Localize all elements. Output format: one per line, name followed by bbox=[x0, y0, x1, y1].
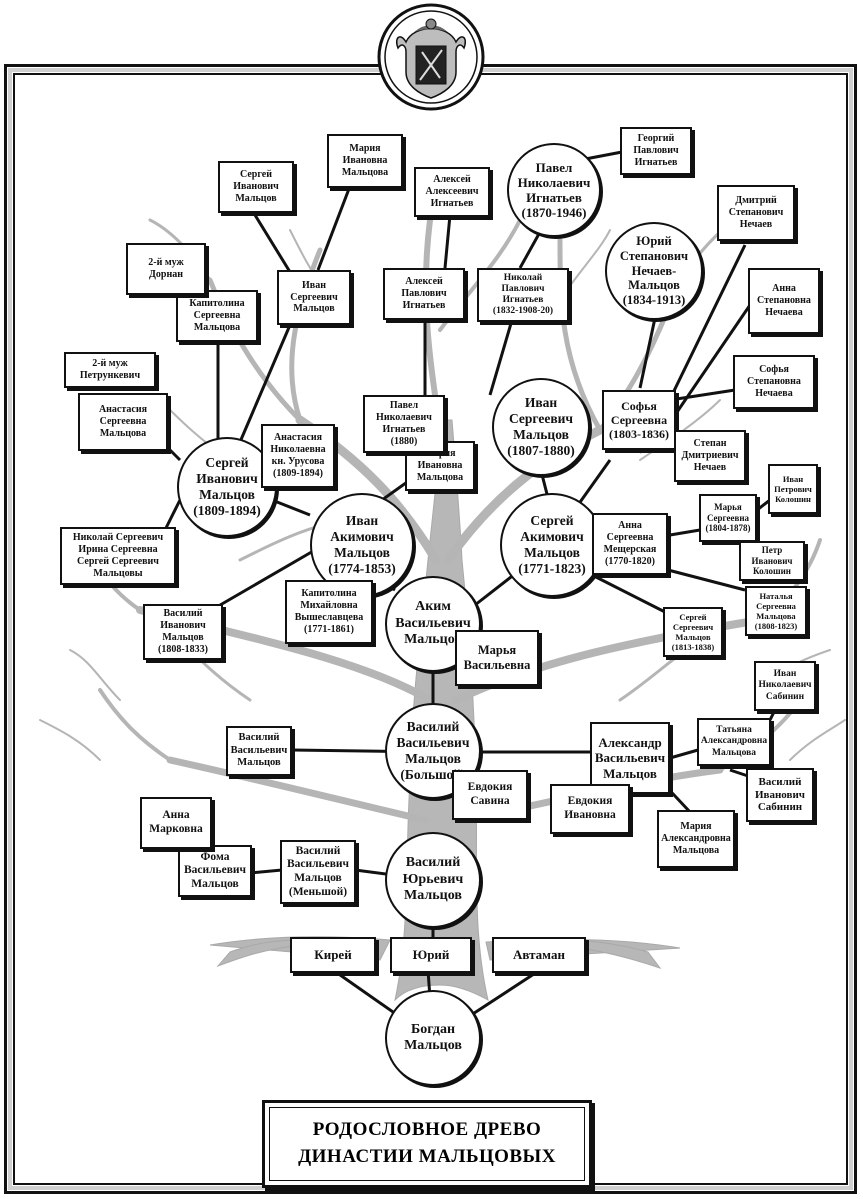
person-box-foma: Фома Васильевич Мальцов bbox=[178, 845, 252, 897]
person-box-georgy: Георгий Павлович Игнатьев bbox=[620, 127, 692, 175]
person-box-anastasia-s: Анастасия Сергеевна Мальцова bbox=[78, 393, 168, 451]
person-circle-sergey-akimovich: Сергей Акимович Мальцов (1771-1823) bbox=[500, 493, 604, 597]
person-box-vasily-vasilyevich-left: Василий Васильевич Мальцов bbox=[226, 726, 292, 776]
person-box-petr-koloshin: Петр Иванович Колошин bbox=[739, 541, 805, 581]
person-box-kapitolina-vyshe: Капитолина Михайловна Вышеславцева (1771… bbox=[285, 580, 373, 644]
person-box-nikolay-pavlovich: Николай Павлович Игнатьев (1832-1908-20) bbox=[477, 268, 569, 322]
person-box-vasily-menshoy: Василий Васильевич Мальцов (Меньшой) bbox=[280, 840, 356, 904]
title-line-1: РОДОСЛОВНОЕ ДРЕВО bbox=[313, 1117, 542, 1144]
person-box-ivan-sabinin: Иван Николаевич Сабинин bbox=[754, 661, 816, 711]
person-box-yuri: Юрий bbox=[390, 937, 472, 973]
person-box-anna-markovna: Анна Марковна bbox=[140, 797, 212, 849]
person-box-vasily-sabinin: Василий Иванович Сабинин bbox=[746, 768, 814, 822]
title-line-2: ДИНАСТИИ МАЛЬЦОВЫХ bbox=[298, 1144, 556, 1171]
title-plaque: РОДОСЛОВНОЕ ДРЕВО ДИНАСТИИ МАЛЬЦОВЫХ bbox=[262, 1100, 592, 1188]
person-box-husband2-petrunkevich: 2-й муж Петрункевич bbox=[64, 352, 156, 388]
person-box-marya-sergeevna: Марья Сергеевна (1804-1878) bbox=[699, 494, 757, 542]
person-box-husband2-dornan: 2-й муж Дорнан bbox=[126, 243, 206, 295]
person-box-anna-meshcherskaya: Анна Сергеевна Мещерская (1770-1820) bbox=[592, 513, 668, 575]
person-box-evdokiya-ivanovna: Евдокия Ивановна bbox=[550, 784, 630, 834]
person-circle-yuri-stepanovich: Юрий Степанович Нечаев- Мальцов (1834-19… bbox=[605, 222, 703, 320]
person-box-avtaman: Автаман bbox=[492, 937, 586, 973]
title-plaque-inner: РОДОСЛОВНОЕ ДРЕВО ДИНАСТИИ МАЛЬЦОВЫХ bbox=[269, 1107, 585, 1181]
person-box-sofya-sergeevna: Софья Сергеевна (1803-1836) bbox=[602, 390, 676, 450]
person-box-aleksey-alekseevich: Алексей Алексеевич Игнатьев bbox=[414, 167, 490, 217]
person-box-anastasia-urusova: Анастасия Николаевна кн. Урусова (1809-1… bbox=[261, 424, 335, 488]
person-box-vasily-ivanovich: Василий Иванович Мальцов (1808-1833) bbox=[143, 604, 223, 660]
person-box-kirey: Кирей bbox=[290, 937, 376, 973]
person-box-stepan: Степан Дмитриевич Нечаев bbox=[674, 430, 746, 482]
person-box-ivan-sergeevich-box: Иван Сергеевич Мальцов bbox=[277, 270, 351, 325]
person-box-sergey-ivanovich-top: Сергей Иванович Мальцов bbox=[218, 161, 294, 213]
person-box-children-list: Николай Сергеевич Ирина Сергеевна Сергей… bbox=[60, 527, 176, 585]
person-box-maria-ivanovna-top: Мария Ивановна Мальцова bbox=[327, 134, 403, 188]
person-box-aleksey-pavlovich: Алексей Павлович Игнатьев bbox=[383, 268, 465, 320]
person-box-sofya-stepanovna: Софья Степановна Нечаева bbox=[733, 355, 815, 409]
person-circle-pavel-nikolaevich: Павел Николаевич Игнатьев (1870-1946) bbox=[507, 143, 601, 237]
person-box-dmitry: Дмитрий Степанович Нечаев bbox=[717, 185, 795, 241]
person-box-sergey-sergeevich: Сергей Сергеевич Мальцов (1813-1838) bbox=[663, 607, 723, 657]
person-box-pavel-nikolaevich-1880: Павел Николаевич Игнатьев (1880) bbox=[363, 395, 445, 453]
person-circle-vasily-yurevich: Василий Юрьевич Мальцов bbox=[385, 832, 481, 928]
person-box-natalya: Наталья Сергеевна Мальцова (1808-1823) bbox=[745, 586, 807, 636]
person-circle-ivan-sergeevich: Иван Сергеевич Мальцов (1807-1880) bbox=[492, 378, 590, 476]
person-box-tatyana: Татьяна Александровна Мальцова bbox=[697, 718, 771, 766]
person-box-anna-stepanovna: Анна Степановна Нечаева bbox=[748, 268, 820, 334]
person-box-maria-aleksandrovna: Мария Александровна Мальцова bbox=[657, 810, 735, 868]
person-circle-bogdan: Богдан Мальцов bbox=[385, 990, 481, 1086]
person-box-kapitolina-s: Капитолина Сергеевна Мальцова bbox=[176, 290, 258, 342]
person-box-marya-vasilyevna: Марья Васильевна bbox=[455, 630, 539, 686]
person-box-evdokiya-savina: Евдокия Савина bbox=[452, 770, 528, 820]
person-box-ivan-koloshin: Иван Петрович Колошин bbox=[768, 464, 818, 514]
